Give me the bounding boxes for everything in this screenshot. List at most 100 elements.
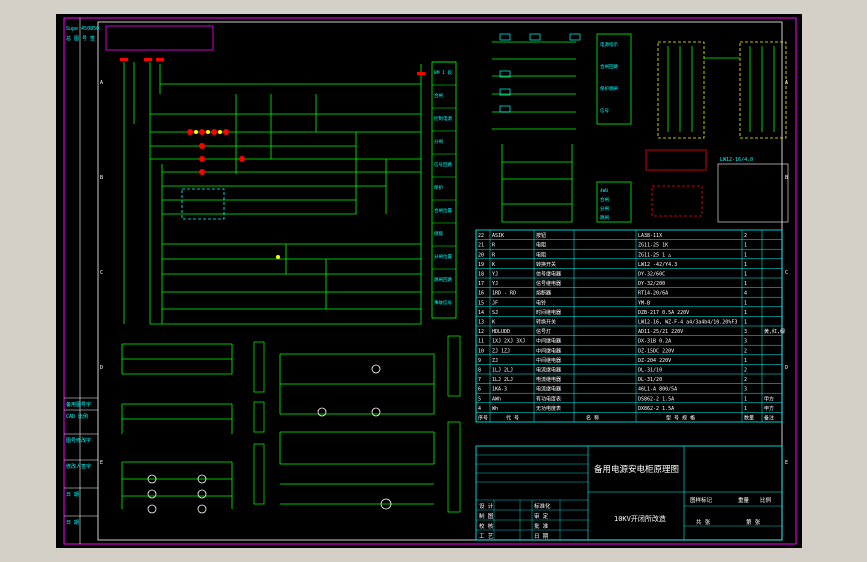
supply-markers (120, 58, 425, 75)
row-letter: C (785, 270, 788, 276)
table-cell: 1 (744, 243, 747, 249)
contact-table-red (645, 149, 707, 171)
table-cell: 3 (744, 339, 747, 345)
table-header: 型 号 规 格 (666, 415, 695, 422)
switch-diagram (492, 41, 576, 223)
table-cell: 4 (744, 291, 747, 297)
row-letter: B (785, 175, 788, 181)
label-column-item: 保护 (434, 184, 443, 191)
row-letter: E (785, 460, 788, 466)
table-cell: JF (492, 300, 498, 306)
table-cell: 19 (478, 262, 484, 268)
table-cell: 有功电度表 (536, 395, 561, 402)
table-cell: R (492, 243, 496, 249)
table-cell: 9 (478, 358, 481, 364)
table-cell: 1 (744, 310, 747, 316)
table-cell: SJ (492, 310, 498, 316)
table-cell: 转换开关 (536, 261, 556, 268)
table-cell: 1LJ 2LJ (492, 377, 513, 383)
lower-lamps (147, 364, 392, 514)
corner-code: Supe 450850 (66, 26, 99, 32)
table-cell: HDLUDD (492, 329, 510, 335)
table-cell: 3 (744, 387, 747, 393)
corner-box (105, 25, 214, 51)
title-block-right: 第 张 (746, 518, 761, 526)
title-block-label: 校 核 (479, 522, 494, 530)
table-cell: K (492, 262, 495, 268)
table-cell: 电阻 (536, 251, 546, 258)
breaker-panel-right (739, 41, 787, 139)
switch-label: 合闸 (600, 196, 609, 203)
switch-label: 分闸 (600, 205, 609, 212)
lower-label-boxes (253, 335, 461, 513)
title-block-right: 图样标记 (690, 496, 713, 504)
mid-box-label: 电源指示 (600, 41, 618, 48)
switch-label: 4WU (600, 188, 608, 194)
table-cell: LW12 -42/Y4.3 (638, 262, 677, 268)
switch-label: 跳闸 (600, 214, 609, 221)
table-cell: R (492, 252, 496, 258)
table-cell: 2 (744, 348, 747, 354)
table-cell: 3 (744, 329, 747, 335)
table-cell: 17 (478, 281, 484, 287)
switch-boxes (499, 33, 581, 113)
table-cell: 13 (478, 320, 484, 326)
table-cell: RT14-20/6A (638, 291, 668, 297)
table-cell: DS862-2 1.5A (638, 396, 674, 402)
corner-label: 总 图 号 签 (66, 35, 95, 42)
table-cell: 1RD - RD (492, 291, 516, 297)
table-cell: 1 (744, 281, 747, 287)
table-cell: 2 (744, 368, 747, 374)
label-column-item: 合闸 (434, 92, 443, 99)
table-header: 代 号 (506, 415, 519, 422)
row-letter: E (100, 460, 103, 466)
title-block-right: 比例 (760, 496, 772, 504)
lower-circuits (121, 343, 435, 509)
table-cell: 1KA-3 (492, 387, 507, 393)
label-column-item: 分闸 (434, 138, 443, 145)
table-header: 名 称 (586, 415, 599, 422)
table-header: 序号 (478, 415, 488, 422)
left-strip-label: 图号修改字 (66, 437, 91, 444)
table-cell: 按钮 (536, 232, 546, 239)
table-cell: ZJ (492, 358, 498, 364)
table-cell: 信号继电器 (536, 271, 561, 278)
table-cell: DZ-204 220V (638, 358, 671, 364)
table-cell: DL-31/10 (638, 368, 662, 374)
table-cell: 熔断器 (536, 290, 551, 297)
table-cell: 7 (478, 377, 481, 383)
left-strip-label: CAD 比例 (66, 413, 88, 420)
table-cell: DX862-2 1.5A (638, 406, 674, 412)
table-cell: LA38-11X (638, 233, 662, 239)
table-cell: 1 (744, 272, 747, 278)
row-letter: C (100, 270, 103, 276)
breaker-panel-left (657, 41, 705, 139)
table-cell: ZG11-25 1 △ (638, 252, 671, 258)
mid-box (596, 33, 632, 125)
table-cell: DX-31B 0.2A (638, 339, 671, 345)
contact-table-dashed (651, 185, 703, 217)
row-letter: D (100, 365, 103, 371)
table-cell: 中间继电器 (536, 357, 561, 364)
drawing-title: 备用电源安电柜原理图 (594, 464, 679, 475)
table-cell: 11 (478, 339, 484, 345)
table-cell: 1 (744, 252, 747, 258)
row-letter: B (100, 175, 103, 181)
table-cell: DL-31/20 (638, 377, 662, 383)
row-letter: D (785, 365, 788, 371)
left-strip-label: 日 期 (66, 520, 79, 526)
table-cell: DY-32/60C (638, 272, 665, 278)
title-block-label: 标准化 (534, 502, 551, 510)
left-strip-label: 备用图号字 (66, 401, 91, 408)
title-block-label: 设 计 (479, 502, 494, 510)
table-cell: AWh (492, 396, 501, 402)
table-cell: DZB-217 0.5A 220V (638, 310, 689, 316)
table-cell: YJ (492, 281, 498, 287)
label-column-item: 跳闸回路 (434, 276, 452, 283)
table-cell: 电阻 (536, 242, 546, 249)
